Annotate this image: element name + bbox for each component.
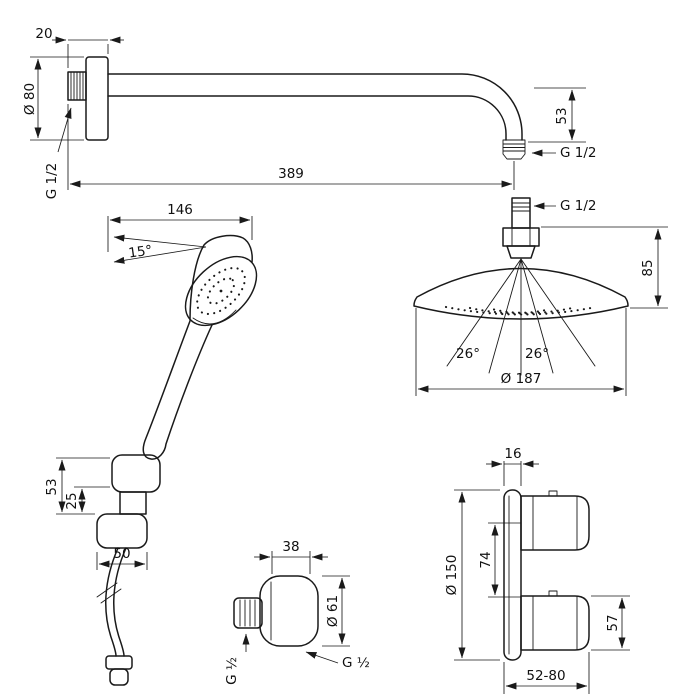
hose-fitting-end (109, 668, 129, 686)
dim-thermostat-depth-label: 16 (504, 446, 521, 462)
dim-holder-height-label: 53 (44, 478, 60, 495)
holder-base (96, 513, 148, 549)
label-outlet-thread-hose: G ½ (305, 651, 370, 671)
arm-outlet-thread (502, 139, 526, 160)
holder-hose-view: 53 25 50 (44, 454, 161, 686)
inlet-neck (506, 245, 536, 259)
dim-holder-height: 53 (44, 457, 110, 515)
hand-shower-head (189, 234, 253, 321)
dim-handle-diameter-label: 57 (605, 614, 621, 631)
label-wall-thread-text: G 1/2 (44, 163, 60, 199)
thermostat-top-handle-details (532, 490, 578, 551)
shower-hose (105, 547, 127, 657)
thermostat-top-handle (520, 495, 590, 551)
dim-arm-drop-label: 53 (554, 107, 570, 124)
dim-holder-offset: 25 (64, 488, 86, 513)
dim-thermostat-diameter-label: Ø 150 (444, 555, 460, 596)
inlet-nut (502, 227, 540, 247)
dim-arm-length-label: 389 (278, 166, 304, 182)
hose-break-mark (96, 582, 122, 604)
dim-overhead-diameter: Ø 187 (415, 308, 627, 396)
thermostat-view: 16 Ø 150 74 57 52-80 (444, 446, 630, 694)
knurl-texture (70, 71, 84, 101)
dim-handle-diameter: 57 (591, 595, 630, 651)
spray-face-ring-inner (492, 308, 550, 314)
thermostat-plate (503, 489, 522, 661)
dim-mounting-range: 52-80 (503, 652, 590, 694)
label-overhead-inlet-thread-text: G 1/2 (560, 198, 596, 214)
label-arm-outlet-thread: G 1/2 (531, 145, 596, 161)
label-overhead-inlet-thread: G 1/2 (533, 198, 596, 214)
dim-outlet-width: 38 (254, 539, 328, 574)
dim-outlet-diameter: Ø 61 (322, 575, 350, 647)
dim-handshower-length: 146 (107, 202, 253, 252)
dim-arm-length: 389 (67, 104, 515, 190)
dim-flange-depth: 20 (35, 26, 124, 68)
head-handle-seam (192, 309, 237, 325)
outlet-nipple (233, 597, 263, 629)
dim-overhead-height: 85 (541, 226, 668, 309)
dim-head-angle: 15° (113, 234, 207, 264)
dim-spray-angle-right-label: 26° (525, 346, 549, 362)
label-arm-outlet-thread-text: G 1/2 (560, 145, 596, 161)
dim-spray-angle-left-label: 26° (456, 346, 480, 362)
dim-overhead-height-label: 85 (640, 259, 656, 276)
spray-angle-lines (446, 258, 596, 376)
inlet-pipe-thread (511, 202, 531, 212)
dim-flange-depth-label: 20 (35, 26, 52, 42)
inlet-nut-facets (511, 227, 531, 247)
inlet-pipe (511, 197, 531, 229)
dim-head-angle-label: 15° (127, 242, 153, 261)
label-outlet-thread-wall: G ½ (224, 633, 250, 685)
outlet-escutcheon (259, 575, 319, 647)
wall-outlet-view: 38 Ø 61 G ½ G ½ (224, 539, 370, 685)
shower-arm-view: 20 Ø 80 G 1/2 389 53 G 1/2 (22, 26, 596, 199)
holder-body (119, 491, 147, 515)
overhead-shower-view: 26° 26° G 1/2 85 Ø 187 (413, 197, 668, 396)
holder-cup (111, 454, 161, 493)
dim-thermostat-diameter: Ø 150 (444, 489, 500, 661)
spray-dots-outer (196, 266, 246, 316)
dim-holder-width-label: 50 (113, 546, 130, 562)
dim-overhead-diameter-label: Ø 187 (501, 371, 542, 387)
spray-center-dot (219, 289, 223, 293)
dim-outlet-width-label: 38 (282, 539, 299, 555)
hose-fitting-nut (105, 655, 133, 670)
spray-dots-inner (206, 277, 236, 305)
arm-tube-outline (107, 73, 523, 141)
dim-flange-diameter-label: Ø 80 (22, 83, 38, 115)
dim-mounting-range-label: 52-80 (526, 668, 565, 684)
label-outlet-thread-hose-text: G ½ (342, 655, 370, 671)
label-outlet-thread-wall-text: G ½ (224, 657, 240, 685)
outlet-nipple-knurl (239, 599, 256, 627)
dim-flange-diameter: Ø 80 (22, 56, 84, 141)
dim-holder-width: 50 (96, 546, 148, 570)
dim-holder-offset-label: 25 (64, 492, 80, 509)
hand-shower-handle (142, 320, 213, 460)
dim-arm-drop: 53 (528, 87, 586, 143)
dim-outlet-diameter-label: Ø 61 (325, 595, 341, 627)
dim-thermostat-depth: 16 (486, 446, 539, 486)
dim-handle-spacing-label: 74 (478, 551, 494, 568)
label-wall-thread: G 1/2 (44, 107, 72, 199)
hand-shower-view: 146 15° (107, 202, 258, 460)
thermostat-bottom-handle-details (532, 590, 578, 651)
dim-handshower-length-label: 146 (167, 202, 193, 218)
thermostat-bottom-handle (520, 595, 590, 651)
hand-shower-spray-face (184, 255, 258, 327)
wall-flange (85, 56, 109, 141)
dim-handle-spacing: 74 (478, 522, 521, 598)
